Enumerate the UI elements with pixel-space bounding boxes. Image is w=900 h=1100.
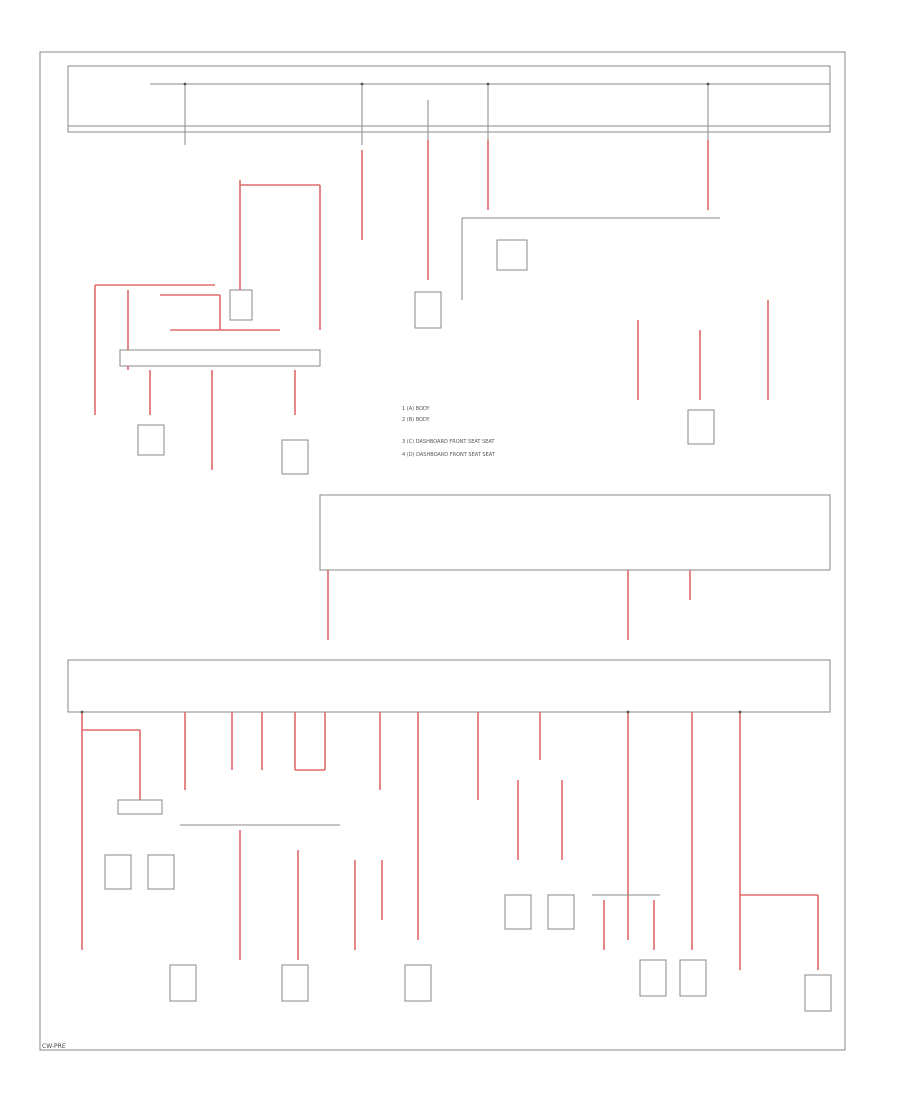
device-right-mid	[687, 409, 715, 445]
mid-wires	[327, 570, 691, 640]
legend-line-2: 2 (B) BODY	[402, 417, 431, 423]
left-group-wires	[94, 180, 321, 470]
relay-left	[229, 289, 253, 321]
top-middle-wires	[361, 140, 769, 400]
lower-fuse-block	[67, 659, 831, 713]
device-left-2	[281, 439, 309, 475]
outer-frame	[39, 51, 846, 1051]
lower-wires	[81, 712, 819, 970]
device-top-mid	[414, 291, 442, 329]
connector-dots	[80, 82, 742, 714]
relay-top-right	[496, 239, 528, 271]
legend: 1 (A) BODY 2 (B) BODY 3 (C) DASHBOARD FR…	[402, 406, 496, 458]
middle-block	[319, 494, 831, 571]
top-fuses	[184, 84, 709, 145]
left-connector-row	[119, 349, 321, 367]
legend-line-1: 1 (A) BODY	[402, 406, 431, 412]
legend-line-4: 4 (D) DASHBOARD FRONT SEAT SEAT	[402, 452, 496, 458]
top-fuse-block	[67, 65, 831, 133]
diagram-footer: CW-PRE	[42, 1043, 66, 1050]
lower-devices	[104, 799, 832, 1012]
legend-line-3: 3 (C) DASHBOARD FRONT SEAT SEAT	[402, 439, 495, 445]
device-left-1	[137, 424, 165, 456]
